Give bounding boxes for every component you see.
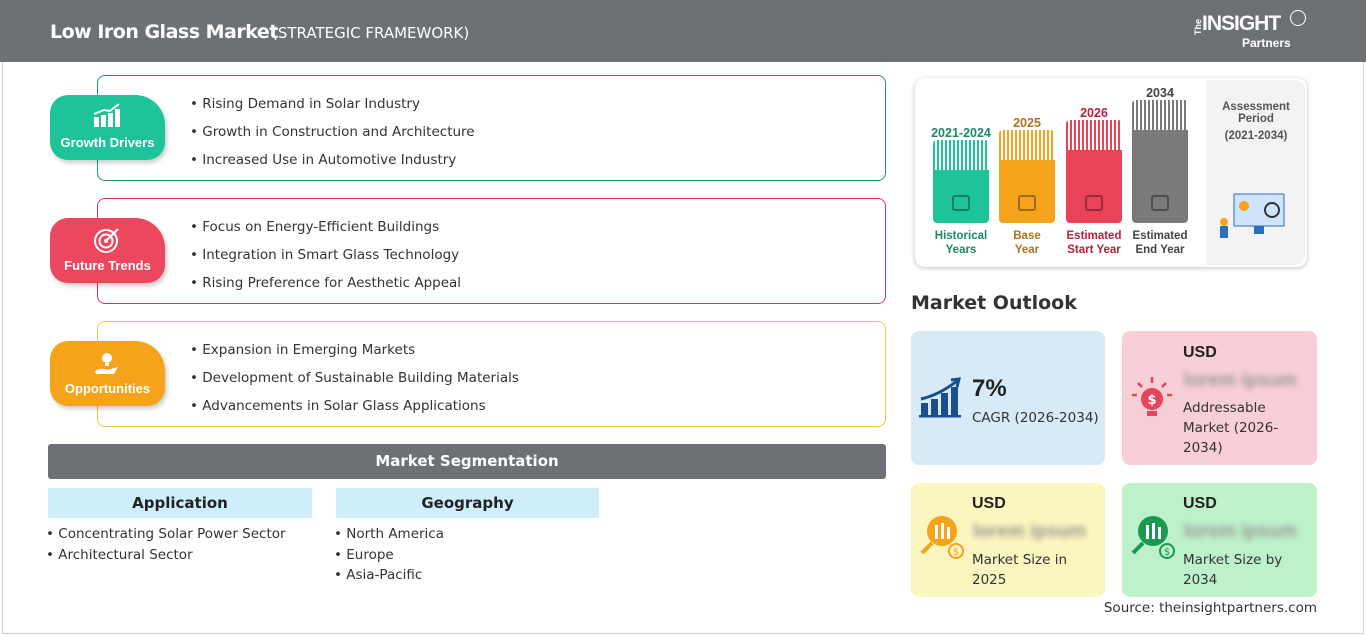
period-label: Period (1238, 113, 1274, 125)
size-2034-label: Market Size by 2034 (1183, 552, 1283, 588)
dollar-lightbulb-icon: $ (1132, 377, 1172, 416)
market-analysis-icon: $ (1131, 516, 1175, 559)
market-size-2034-card: $ USD lorem ipsum Market Size by 2034 (1122, 483, 1317, 597)
calendar-icon (1018, 195, 1036, 211)
period-label-line2: Years (945, 244, 977, 256)
opportunities-badge: Opportunities (50, 341, 165, 406)
monitor-gear-icon (1085, 195, 1103, 211)
lightbulb-hand-icon (95, 353, 118, 374)
list-item: Advancements in Solar Glass Applications (190, 398, 519, 426)
source-note: Source: theinsightpartners.com (1103, 600, 1317, 616)
list-item: Development of Sustainable Building Mate… (190, 370, 519, 398)
list-item: Europe (346, 546, 394, 563)
market-size-2025-card: $ USD lorem ipsum Market Size in 2025 (911, 483, 1105, 597)
growth-chart-icon (919, 377, 961, 418)
period-label-line1: Estimated (1132, 230, 1188, 242)
period-bar (1066, 120, 1122, 223)
content-frame (2, 62, 1364, 634)
header-bar (0, 0, 1366, 62)
market-outlook-title: Market Outlook (911, 292, 1077, 314)
list-item: Architectural Sector (58, 546, 193, 563)
future-trends-list: Focus on Energy-Efficient Buildings Inte… (190, 219, 461, 303)
period-year: 2034 (1146, 86, 1174, 100)
period-label-line1: Estimated (1066, 230, 1122, 242)
list-item: Integration in Smart Glass Technology (190, 247, 461, 275)
growth-chart-icon (93, 103, 120, 127)
period-year: 2021-2024 (931, 126, 991, 140)
assessment-label: Assessment (1222, 101, 1290, 113)
list-item: Focus on Energy-Efficient Buildings (190, 219, 461, 247)
presentation-icon (1151, 195, 1169, 211)
svg-text:$: $ (953, 547, 959, 558)
addressable-label: Addressable Market (2026-2034) (1183, 400, 1279, 456)
svg-text:$: $ (1147, 393, 1156, 408)
list-item: North America (346, 526, 445, 542)
list-item: Increased Use in Automotive Industry (190, 152, 475, 180)
list-item: Expansion in Emerging Markets (190, 342, 519, 370)
assessment-range: (2021-2034) (1224, 130, 1288, 142)
period-label-line2: End Year (1135, 244, 1185, 256)
future-trends-label: Future Trends (64, 258, 151, 273)
addressable-currency: USD (1183, 344, 1217, 361)
period-label-line1: Historical (934, 230, 988, 242)
svg-text:$: $ (1164, 547, 1170, 558)
page-subtitle: (STRATEGIC FRAMEWORK) (272, 24, 470, 42)
application-list: • Concentrating Solar Power Sector • Arc… (46, 526, 286, 563)
cagr-card: 7% CAGR (2026-2034) (911, 331, 1105, 465)
size-2025-value: lorem ipsum (973, 521, 1086, 542)
list-item: Rising Preference for Aesthetic Appeal (190, 275, 461, 303)
cagr-value: 7% (972, 375, 1007, 402)
growth-drivers-badge: Growth Drivers (50, 95, 165, 160)
addressable-market-card: $ USD lorem ipsum Addressable Market (20… (1122, 331, 1317, 465)
list-item: Rising Demand in Solar Industry (190, 96, 475, 124)
period-year: 2025 (1013, 116, 1041, 130)
period-bar (1132, 100, 1188, 223)
geography-list: • North America • Europe • Asia-Pacific (334, 526, 445, 583)
future-trends-badge: Future Trends (50, 218, 165, 283)
opportunities-label: Opportunities (64, 381, 151, 396)
analytics-illustration-icon (1220, 193, 1285, 238)
market-analysis-icon: $ (920, 516, 964, 559)
opportunities-list: Expansion in Emerging Markets Developmen… (190, 342, 519, 426)
segment-heading-application: Application (48, 488, 312, 518)
size-2025-label: Market Size in 2025 (972, 552, 1068, 588)
cagr-label: CAGR (2026-2034) (972, 410, 1099, 426)
list-item: Asia-Pacific (346, 567, 423, 583)
history-icon (952, 195, 970, 211)
list-item: Concentrating Solar Power Sector (58, 526, 286, 542)
period-bar (999, 130, 1055, 223)
segment-heading-geography: Geography (336, 488, 599, 518)
size-2034-value: lorem ipsum (1184, 521, 1297, 542)
period-label-line1: Base (1013, 230, 1041, 242)
list-item: Growth in Construction and Architecture (190, 124, 474, 152)
target-icon (94, 228, 119, 253)
growth-drivers-list: Rising Demand in Solar Industry Growth i… (190, 96, 475, 180)
size-2025-currency: USD (972, 495, 1006, 512)
page-title: Low Iron Glass Market (50, 21, 278, 43)
insight-partners-logo: The INSIGHT Partners (1190, 8, 1310, 54)
market-segmentation-header: Market Segmentation (48, 444, 886, 479)
period-label-line2: Year (1014, 244, 1040, 256)
growth-drivers-label: Growth Drivers (60, 135, 155, 150)
assessment-period-panel: Assessment Period (2021-2034) (1207, 80, 1305, 265)
size-2034-currency: USD (1183, 495, 1217, 512)
period-bar (933, 140, 989, 223)
period-label-line2: Start Year (1067, 244, 1121, 256)
addressable-value: lorem ipsum (1184, 370, 1297, 391)
period-year: 2026 (1080, 106, 1108, 120)
